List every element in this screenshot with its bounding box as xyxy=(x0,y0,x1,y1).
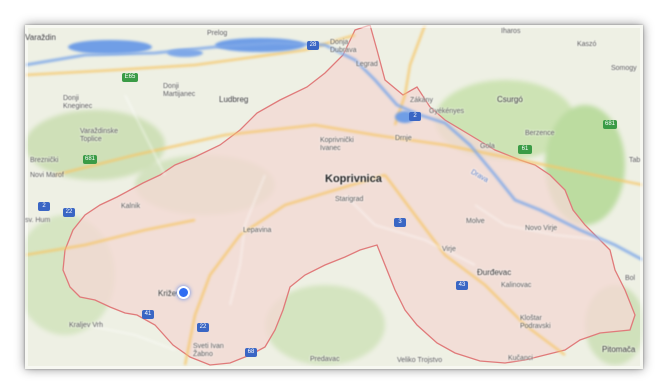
place-label-somogy: Somogy xyxy=(611,65,637,72)
place-label-ludbreg: Ludbreg xyxy=(219,95,249,104)
place-label-lepavina: Lepavina xyxy=(243,227,272,234)
road-shield-68: 68 xyxy=(245,348,257,357)
place-label-novi-marof: Novi Marof xyxy=(30,172,64,179)
place-label-kalnik: Kalnik xyxy=(121,203,141,210)
road-shield-681: 681 xyxy=(83,155,97,164)
road-shield-41: 41 xyxy=(142,310,154,319)
place-label-durdevac: Đurđevac xyxy=(477,268,512,277)
place-label-veliko-trojstvo: Veliko Trojstvo xyxy=(397,357,443,364)
place-label-donja-dubrava: Donja Dubrava xyxy=(330,39,357,54)
place-label-koprivnicki-ivanec: Koprivnički Ivanec xyxy=(320,137,354,152)
place-label-predavac: Predavac xyxy=(310,356,340,363)
place-label-prelog: Prelog xyxy=(207,30,228,37)
road-shield-e65: E65 xyxy=(122,73,138,82)
map-canvas xyxy=(25,25,643,369)
place-label-pitomaca: Pitomača xyxy=(602,345,636,354)
place-label-donji-martijanec: Donji Martijanec xyxy=(163,83,196,98)
place-label-koprivnica: Koprivnica xyxy=(325,173,382,185)
road-shield-22-west: 22 xyxy=(63,208,75,217)
road-shield-681-east: 681 xyxy=(603,120,617,129)
road-shield-2b: 2 xyxy=(409,112,421,121)
place-label-drnje: Drnje xyxy=(395,135,412,142)
map-image[interactable]: Varaždin Prelog Donja Dubrava Legrad Iha… xyxy=(25,25,643,369)
place-label-kaszo: Kaszó xyxy=(577,41,597,48)
road-shield-28: 28 xyxy=(307,41,319,50)
county-region xyxy=(62,25,636,366)
road-shield-61: 61 xyxy=(518,145,532,154)
place-label-kraljev-vrh: Kraljev Vrh xyxy=(69,322,103,329)
place-label-novo-virje: Novo Virje xyxy=(525,225,558,232)
road-shield-3: 3 xyxy=(394,218,406,227)
minor-roads xyxy=(84,94,606,351)
road-shield-2: 2 xyxy=(38,202,50,211)
place-label-sv-hum-partial: sv. Hum xyxy=(25,217,51,224)
place-label-iharos: Iharos xyxy=(501,28,521,35)
place-label-gola: Gola xyxy=(480,143,495,150)
location-pin-icon[interactable] xyxy=(177,286,190,299)
road-shield-43: 43 xyxy=(456,281,468,290)
road-shield-22: 22 xyxy=(197,323,209,332)
place-label-tab-partial: Tab xyxy=(629,157,641,164)
place-label-donji-kneginec: Donji Kneginec xyxy=(63,95,93,110)
place-label-zakany: Zákány xyxy=(410,97,433,104)
place-label-berzence: Berzence xyxy=(525,130,555,137)
place-label-gyekenyes: Gyékényes xyxy=(429,108,465,115)
place-label-krizevci: Križevci xyxy=(158,289,187,298)
place-label-bolt-partial: Bol xyxy=(625,275,636,282)
place-label-sveti-ivan-zabno: Sveti Ivan Žabno xyxy=(193,343,224,358)
place-label-kalinovac: Kalinovac xyxy=(501,282,532,289)
place-label-legrad: Legrad xyxy=(356,61,378,68)
place-label-virje: Virje xyxy=(442,246,456,253)
place-label-starigrad: Starigrad xyxy=(335,196,364,203)
place-label-molve: Molve xyxy=(466,218,485,225)
place-label-kloster-podravski: Kloštar Podravski xyxy=(520,315,551,330)
place-label-breznicki: Breznički xyxy=(30,157,59,164)
place-label-varazdinske-toplice: Varaždinske Toplice xyxy=(80,128,119,143)
place-label-kucanci: Kučanci xyxy=(508,355,533,362)
place-label-varazdin: Varaždin xyxy=(25,33,56,42)
place-label-csurgo: Csurgó xyxy=(497,95,523,104)
